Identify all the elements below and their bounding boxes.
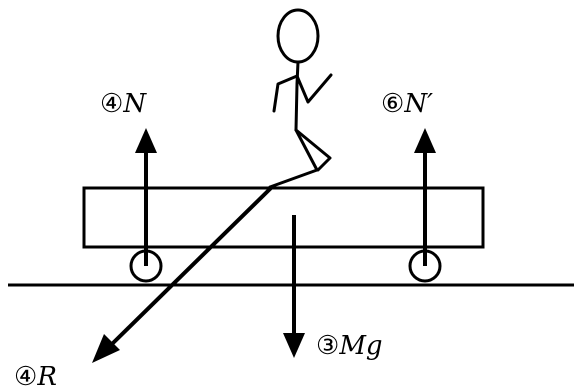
figure-arm-left — [272, 74, 299, 113]
stick-figure — [268, 8, 333, 189]
label-reaction-symbol: R — [36, 362, 57, 389]
label-reaction: ④R — [14, 362, 57, 389]
label-reaction-marker: ④ — [14, 362, 37, 389]
label-normal-right: ⑥N′ — [381, 89, 433, 119]
label-weight-symbol: Mg — [338, 331, 382, 361]
label-normal-left-marker: ④ — [100, 89, 123, 119]
arrow-normal-right — [414, 128, 436, 266]
figure-head — [276, 8, 320, 64]
figure-torso — [294, 60, 300, 132]
arrow-reaction — [92, 185, 274, 363]
arrow-normal-left — [135, 128, 157, 266]
cart-body — [82, 186, 485, 249]
figure-leg-front — [268, 128, 319, 189]
label-normal-right-symbol: N′ — [403, 89, 433, 119]
label-weight: ③Mg — [316, 331, 383, 361]
label-normal-left: ④N — [100, 89, 147, 119]
label-weight-marker: ③ — [316, 331, 339, 361]
figure-leg-back — [294, 128, 332, 172]
figure-arm-right — [295, 73, 333, 104]
label-normal-right-marker: ⑥ — [381, 89, 404, 119]
arrow-weight — [283, 215, 305, 358]
label-normal-left-symbol: N — [122, 89, 147, 119]
